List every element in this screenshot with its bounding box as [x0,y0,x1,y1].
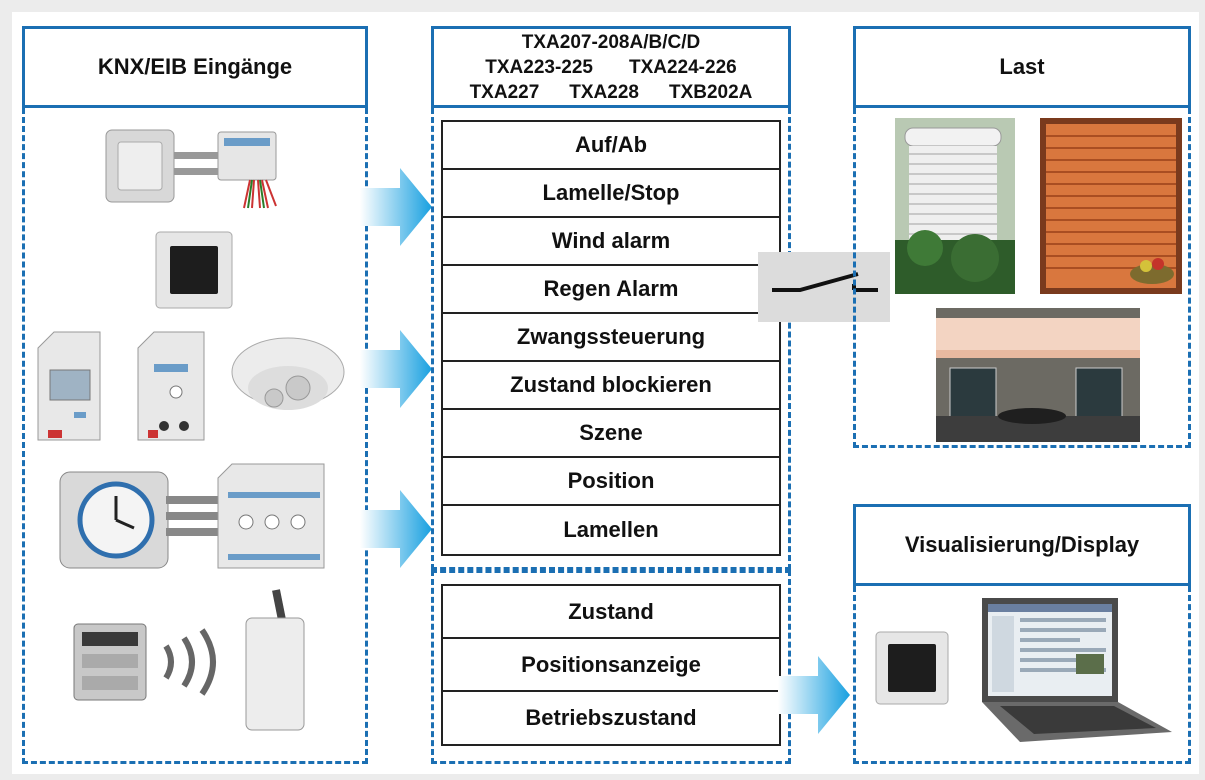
touch-display-icon [875,631,949,705]
arrow-input-to-functions-3 [360,490,432,568]
motion-detector-icon [231,337,345,410]
arrow-status-to-display [778,656,850,734]
model-label: TXA207-208A/B/C/D [521,31,701,53]
status-output-item: Betriebszustand [525,705,697,730]
load-panel-header: Last [853,26,1191,108]
function-item: Position [443,458,779,506]
functions-list: Auf/Ab Lamelle/Stop Wind alarm Regen Ala… [441,120,781,556]
function-item: Szene [443,410,779,458]
model-label: TXB202A [668,81,753,103]
model-label: TXA224-226 [628,56,737,78]
function-item: Lamelle/Stop [443,170,779,218]
din-rail-module-icon [137,331,205,441]
status-output-item: Zustand [443,586,779,639]
load-panel-title: Last [999,54,1045,79]
venetian-blind-photo [1040,118,1182,294]
load-panel-body [853,108,1191,448]
status-panel-body [431,570,791,764]
display-panel-body [853,586,1191,764]
models-header: TXA207-208A/B/C/D TXA223-225 TXA224-226 T… [431,26,791,108]
din-rail-controller-icon [37,331,101,441]
display-panel-title: Visualisierung/Display [904,532,1140,557]
functions-panel-body [431,108,791,570]
time-switch-actuator-icon [59,463,325,569]
radio-transmitter-icon [73,589,305,731]
push-button-interface-icon [105,129,277,209]
roller-shutter-photo [895,118,1015,294]
display-panel-header: Visualisierung/Display [853,504,1191,586]
function-item: Regen Alarm [443,266,779,314]
function-item: Wind alarm [443,218,779,266]
room-thermostat-icon [155,231,233,309]
inputs-panel-body [22,108,368,764]
status-output-item: Positionsanzeige [443,639,779,692]
model-label: TXA227 [469,81,540,103]
laptop-icon [982,598,1172,742]
inputs-panel-header: KNX/EIB Eingänge [22,26,368,108]
function-item: Lamellen [563,517,659,542]
status-outputs-list: Zustand Positionsanzeige Betriebszustand [441,584,781,746]
model-label: TXA223-225 [485,56,593,78]
function-item: Zustand blockieren [443,362,779,410]
function-item: Zwangssteuerung [443,314,779,362]
inputs-panel-title: KNX/EIB Eingänge [97,54,293,79]
model-label: TXA228 [569,81,639,103]
arrow-input-to-functions-1 [360,168,432,246]
awning-photo [936,308,1140,442]
model-list: TXA207-208A/B/C/D TXA223-225 TXA224-226 T… [470,30,753,105]
function-item: Auf/Ab [443,122,779,170]
arrow-input-to-functions-2 [360,330,432,408]
